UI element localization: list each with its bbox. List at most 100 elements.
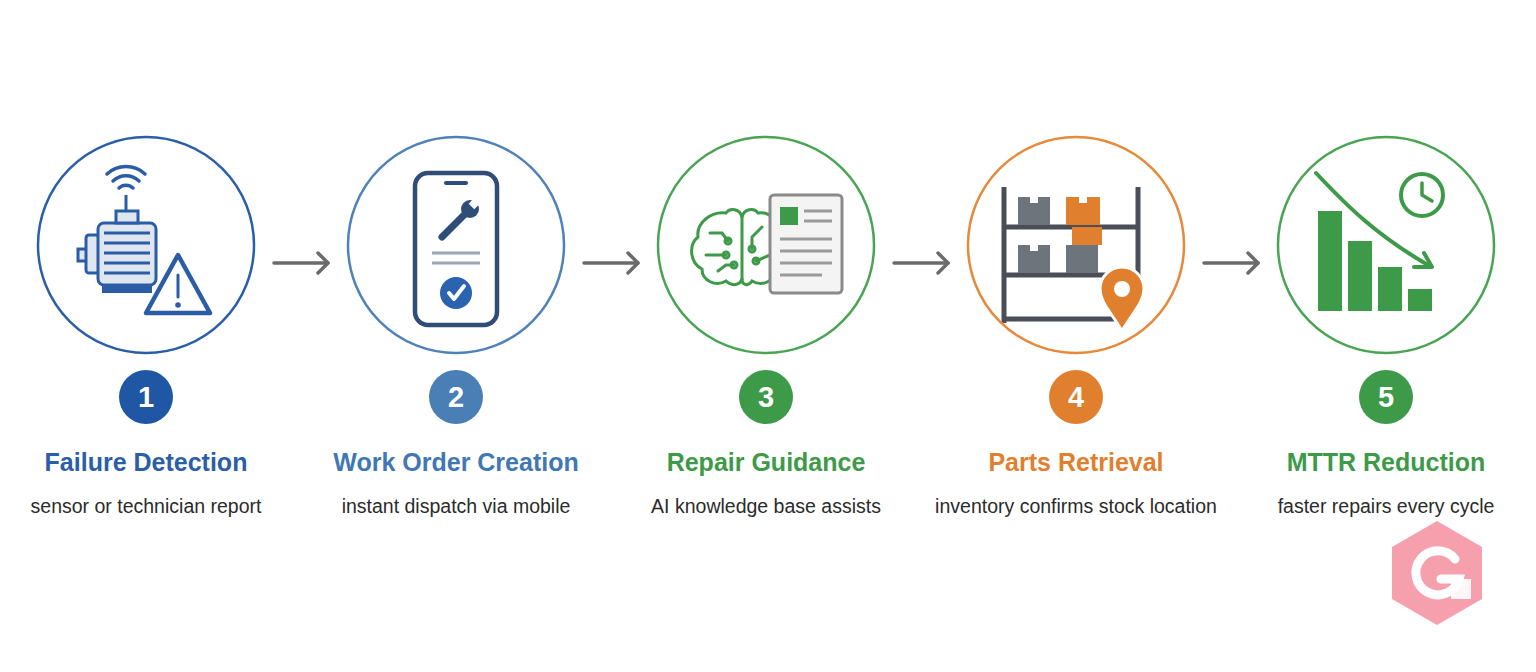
warning-mark [177,275,180,297]
step-title: Failure Detection [0,447,326,477]
circle-border [348,137,564,353]
bar [1348,241,1372,311]
circle-border [658,137,874,353]
wrench-handle [442,213,466,237]
box-tape [1030,197,1038,203]
circle-outline [36,135,256,355]
circuit-node [749,246,755,252]
step-number: 1 [119,370,173,424]
wifi-arc [107,167,145,174]
gray-box [1066,245,1098,273]
motor-body [98,223,156,285]
junction-box [116,211,138,223]
motor-fin [104,232,150,235]
brain-document-icon [692,195,842,293]
circle-border [1278,137,1494,353]
check-mark [449,286,464,299]
box-tape [1079,197,1087,203]
step-number: 4 [1049,370,1103,424]
text-line [804,210,832,213]
circuit-node [723,252,729,258]
text-line [780,262,832,265]
document-lines [780,211,832,275]
motor-fin [104,242,150,245]
step-description: instant dispatch via mobile [266,494,646,518]
step-circle: 4Parts Retrievalinventory confirms stock… [966,135,1186,355]
phone-notch [446,181,466,185]
chart-icon [1316,173,1443,311]
phone-body [415,173,497,325]
orange-box [1072,227,1102,245]
step-title: Parts Retrieval [896,447,1256,477]
step-circle: 1Failure Detectionsensor or technician r… [36,135,256,355]
gray-box [1018,245,1050,273]
text-line [804,220,832,223]
step-description: inventory confirms stock location [886,494,1266,518]
motor-fins [104,233,150,273]
motor-icon [78,167,210,313]
text-line [432,262,480,265]
text-line [780,250,832,253]
clock-face [1401,174,1443,216]
trend-arrowhead [1414,253,1432,267]
step-number: 5 [1359,370,1413,424]
step-number: 3 [739,370,793,424]
antenna [125,195,128,211]
document-image [780,207,798,225]
orange-box [1066,197,1100,225]
motor-fin [104,262,150,265]
bar [1378,267,1402,311]
text-line [780,274,822,277]
circuit-node [753,258,759,264]
flow-arrow [894,261,948,265]
step-description: AI knowledge base assists [576,494,956,518]
motor-fin [104,272,150,275]
bar [1318,211,1342,311]
warning-dot [175,302,181,308]
watermark-logo [1392,521,1482,625]
circuit-node [731,262,737,268]
step-description: sensor or technician report [0,494,336,518]
bar [1408,289,1432,311]
logo-square [1451,579,1471,599]
wifi-arc [113,176,139,181]
circle-outline [656,135,876,355]
step-circle: 5MTTR Reductionfaster repairs every cycl… [1276,135,1496,355]
step-circle: 3Repair GuidanceAI knowledge base assist… [656,135,876,355]
step-title: MTTR Reduction [1206,447,1536,477]
wifi-symbol [107,167,145,188]
box-tape [1030,245,1038,251]
flow-arrow [1204,261,1258,265]
circle-border [968,137,1184,353]
motor-base [102,285,152,293]
document [770,195,842,293]
step-number: 2 [429,370,483,424]
gray-box [1018,197,1050,225]
location-pin [1100,267,1144,331]
logo-hexagon [1392,521,1482,625]
circle-outline [1276,135,1496,355]
circuit-node [725,238,731,244]
brain-lobe [692,210,742,285]
phone-icon [415,173,497,325]
clock-hands [1422,183,1432,201]
motor-fin [104,252,150,255]
check-circle [440,277,472,309]
shelf-post [1002,187,1007,323]
step-title: Work Order Creation [276,447,636,477]
circle-border [38,137,254,353]
flow-arrow [584,261,638,265]
text-line [780,238,832,241]
shelf-board [1004,317,1116,322]
step-title: Repair Guidance [586,447,946,477]
wifi-arc [119,185,133,188]
shelf-icon [1004,187,1144,331]
flow-arrow [274,261,328,265]
step-circle: 2Work Order Creationinstant dispatch via… [346,135,566,355]
step-description: faster repairs every cycle [1196,494,1536,518]
pin-hole [1114,281,1130,297]
circle-outline [966,135,1186,355]
